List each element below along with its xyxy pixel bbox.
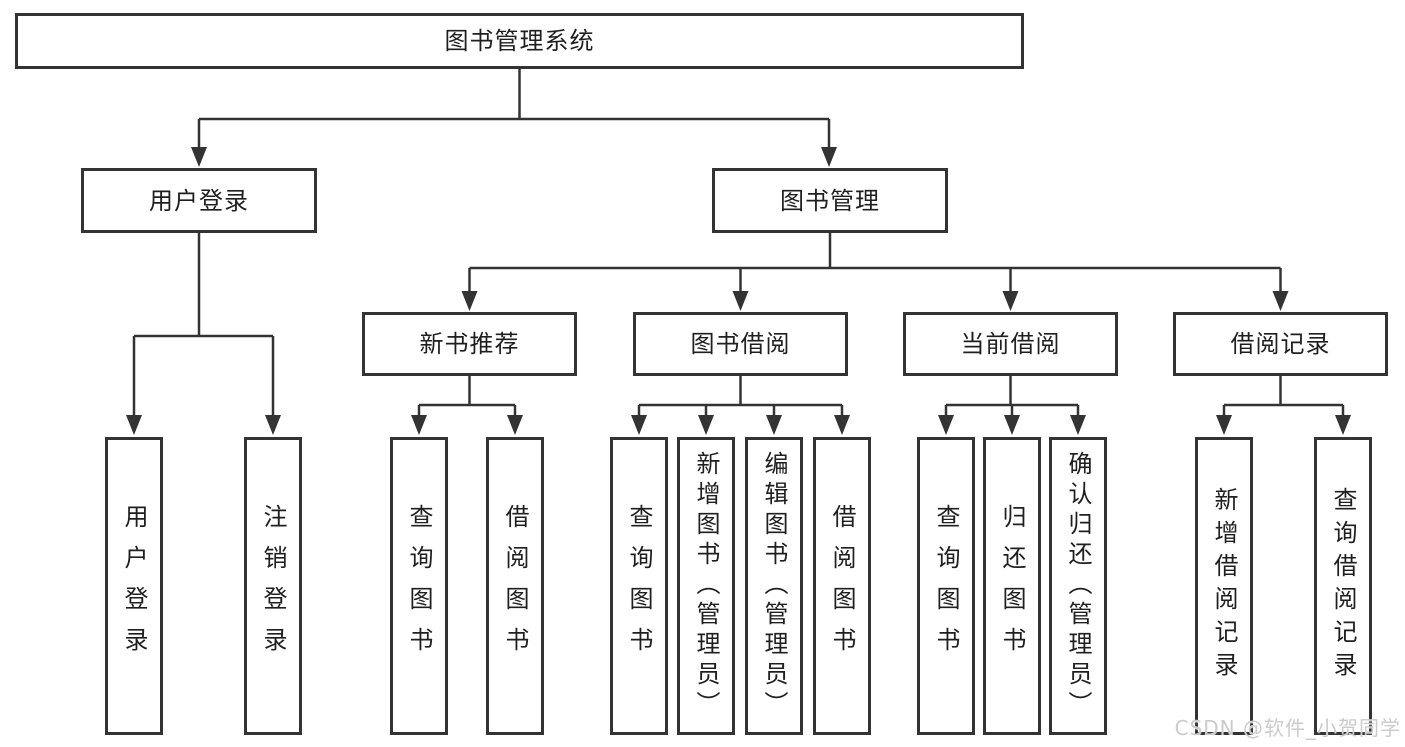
node-book-borrowing: 图书借阅 [633,312,848,376]
node-user-login: 用户登录 [81,168,317,233]
node-label: 图书管理系统 [444,27,595,55]
leaf-borrow-books: 借阅图书 [813,437,871,735]
node-label: 查询借阅记录 [1329,487,1357,685]
node-label: 借阅图书 [501,504,529,668]
node-label: 图书借阅 [690,330,791,358]
node-borrowing-records: 借阅记录 [1173,312,1388,376]
leaf-query-books-recommend: 查询图书 [390,437,448,735]
node-label: 借阅图书 [828,504,856,668]
leaf-borrow-books-recommend: 借阅图书 [486,437,544,735]
leaf-query-books-current: 查询图书 [917,437,975,735]
node-label: 新增借阅记录 [1210,487,1238,685]
node-new-book-recommendation: 新书推荐 [362,312,577,376]
leaf-query-borrow-record: 查询借阅记录 [1314,437,1372,735]
node-label: 新书推荐 [419,330,520,358]
node-label: 注销登录 [259,504,287,668]
node-label: 查询图书 [932,504,960,668]
node-label: 新增图书（管理员） [692,451,720,721]
leaf-edit-books-admin: 编辑图书（管理员） [745,437,803,735]
node-book-management: 图书管理 [712,168,948,233]
node-label: 确认归还（管理员） [1064,451,1092,721]
leaf-user-login: 用户登录 [105,437,163,735]
node-label: 用户登录 [120,504,148,668]
node-label: 查询图书 [405,504,433,668]
node-book-management-system: 图书管理系统 [15,13,1024,69]
node-label: 查询图书 [625,504,653,668]
node-current-borrowing: 当前借阅 [903,312,1118,376]
leaf-logout: 注销登录 [244,437,302,735]
leaf-confirm-return-admin: 确认归还（管理员） [1049,437,1107,735]
csdn-watermark: CSDN @软件_小贺同学 [1174,716,1401,740]
leaf-return-books: 归还图书 [983,437,1041,735]
leaf-add-books-admin: 新增图书（管理员） [677,437,735,735]
node-label: 用户登录 [149,186,249,215]
node-label: 图书管理 [780,186,880,215]
node-label: 借阅记录 [1230,330,1331,358]
leaf-query-books-borrowing: 查询图书 [610,437,668,735]
node-label: 编辑图书（管理员） [760,451,788,721]
node-label: 当前借阅 [960,330,1061,358]
node-label: 归还图书 [998,504,1026,668]
leaf-add-borrow-record: 新增借阅记录 [1195,437,1253,735]
